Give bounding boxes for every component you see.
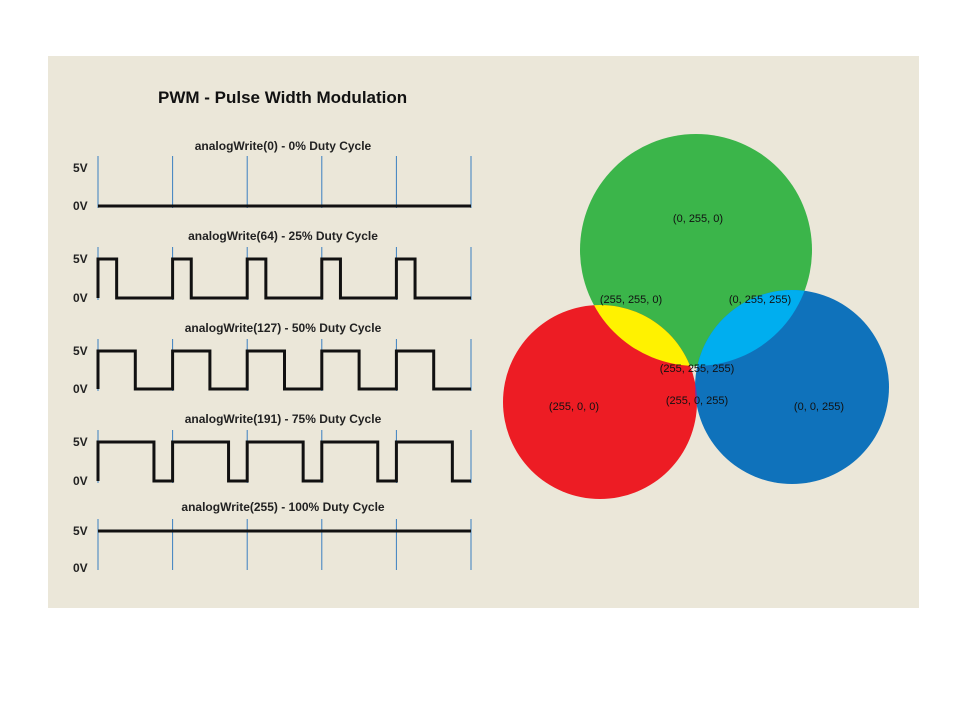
pwm-waveform: analogWrite(127) - 50% Duty Cycle 5V 0V xyxy=(73,321,472,396)
waveform-label: analogWrite(0) - 0% Duty Cycle xyxy=(195,139,372,153)
axis-0v-label: 0V xyxy=(73,199,88,213)
yellow-label: (255, 255, 0) xyxy=(600,294,662,306)
waveform-label: analogWrite(191) - 75% Duty Cycle xyxy=(185,412,382,426)
magenta-label: (255, 0, 255) xyxy=(666,395,728,407)
axis-5v-label: 5V xyxy=(73,252,88,266)
pwm-waveform: analogWrite(255) - 100% Duty Cycle 5V 0V xyxy=(73,500,472,575)
blue-label: (0, 0, 255) xyxy=(794,401,844,413)
pwm-waveform: analogWrite(64) - 25% Duty Cycle 5V 0V xyxy=(73,229,472,305)
axis-5v-label: 5V xyxy=(73,344,88,358)
waveform-label: analogWrite(64) - 25% Duty Cycle xyxy=(188,229,378,243)
waveform-label: analogWrite(255) - 100% Duty Cycle xyxy=(181,500,385,514)
axis-0v-label: 0V xyxy=(73,474,88,488)
axis-0v-label: 0V xyxy=(73,291,88,305)
waveform-signal xyxy=(96,349,471,391)
cyan-overlap xyxy=(695,290,812,366)
yellow-overlap xyxy=(580,305,697,366)
cyan-label: (0, 255, 255) xyxy=(729,294,791,306)
diagram-title: PWM - Pulse Width Modulation xyxy=(158,88,408,107)
waveform-signal xyxy=(96,440,471,483)
waveform-label: analogWrite(127) - 50% Duty Cycle xyxy=(185,321,382,335)
green-label: (0, 255, 0) xyxy=(673,213,723,225)
axis-5v-label: 5V xyxy=(73,435,88,449)
axis-0v-label: 0V xyxy=(73,561,88,575)
pwm-waveform: analogWrite(191) - 75% Duty Cycle 5V 0V xyxy=(73,412,472,488)
axis-5v-label: 5V xyxy=(73,161,88,175)
waveform-signal xyxy=(96,257,471,300)
axis-5v-label: 5V xyxy=(73,524,88,538)
red-label: (255, 0, 0) xyxy=(549,401,599,413)
pwm-waveform: analogWrite(0) - 0% Duty Cycle 5V 0V xyxy=(73,139,472,213)
axis-0v-label: 0V xyxy=(73,382,88,396)
white-label: (255, 255, 255) xyxy=(660,363,735,375)
